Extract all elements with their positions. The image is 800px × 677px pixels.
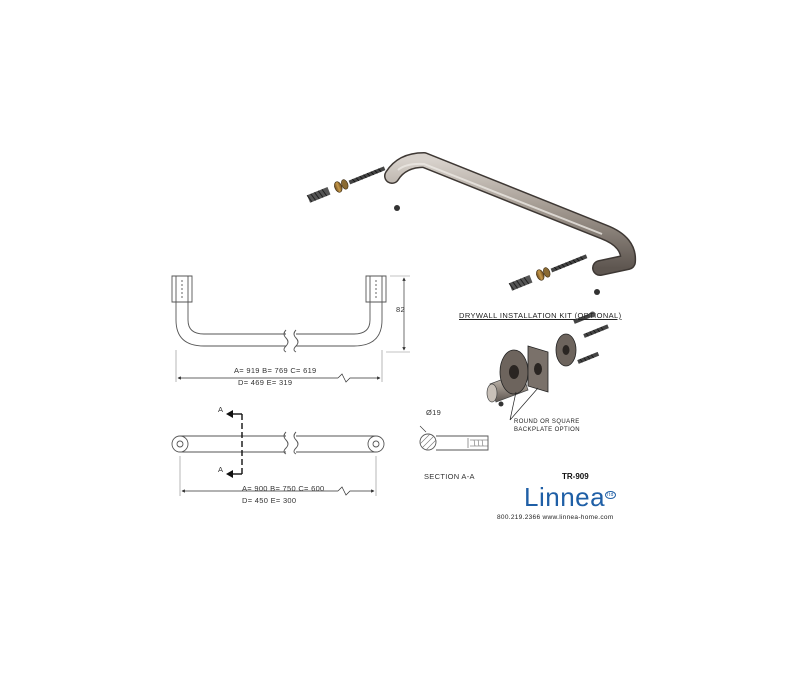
- bar-3d-render: [384, 152, 637, 276]
- backplate-note-line1: ROUND OR SQUARE: [514, 419, 580, 425]
- trademark-mark: ltd: [605, 491, 616, 500]
- diameter-label: Ø19: [426, 408, 442, 417]
- model-number: TR-909: [562, 472, 589, 481]
- contact-info: 800.219.2366 www.linnea-home.com: [497, 514, 614, 521]
- mounting-hardware-upper: [306, 166, 400, 211]
- drywall-kit-illustration: [486, 311, 609, 421]
- width-dimension-lower: [181, 486, 375, 496]
- section-view-drawing: [419, 425, 489, 451]
- mounting-hardware-lower: [508, 254, 600, 295]
- height-dimension-label: 82: [396, 305, 405, 314]
- lower-dimensions-line2: D= 450 E= 300: [242, 496, 297, 505]
- section-label: SECTION A-A: [424, 472, 475, 481]
- width-dimension-upper: [177, 373, 381, 383]
- top-view-drawing: [171, 431, 385, 496]
- backplate-note-line2: BACKPLATE OPTION: [514, 427, 580, 433]
- section-marker-bottom: A: [218, 465, 224, 474]
- lower-dimensions-line1: A= 900 B= 750 C= 600: [242, 484, 325, 493]
- section-cut-line: [226, 410, 243, 478]
- side-view-drawing: [171, 275, 410, 382]
- drywall-kit-title: DRYWALL INSTALLATION KIT (OPTIONAL): [459, 311, 622, 320]
- upper-dimensions-line2: D= 469 E= 319: [238, 378, 293, 387]
- section-marker-top: A: [218, 405, 224, 414]
- upper-dimensions-line1: A= 919 B= 769 C= 619: [234, 366, 317, 375]
- brand-wordmark: Linnea: [524, 482, 606, 512]
